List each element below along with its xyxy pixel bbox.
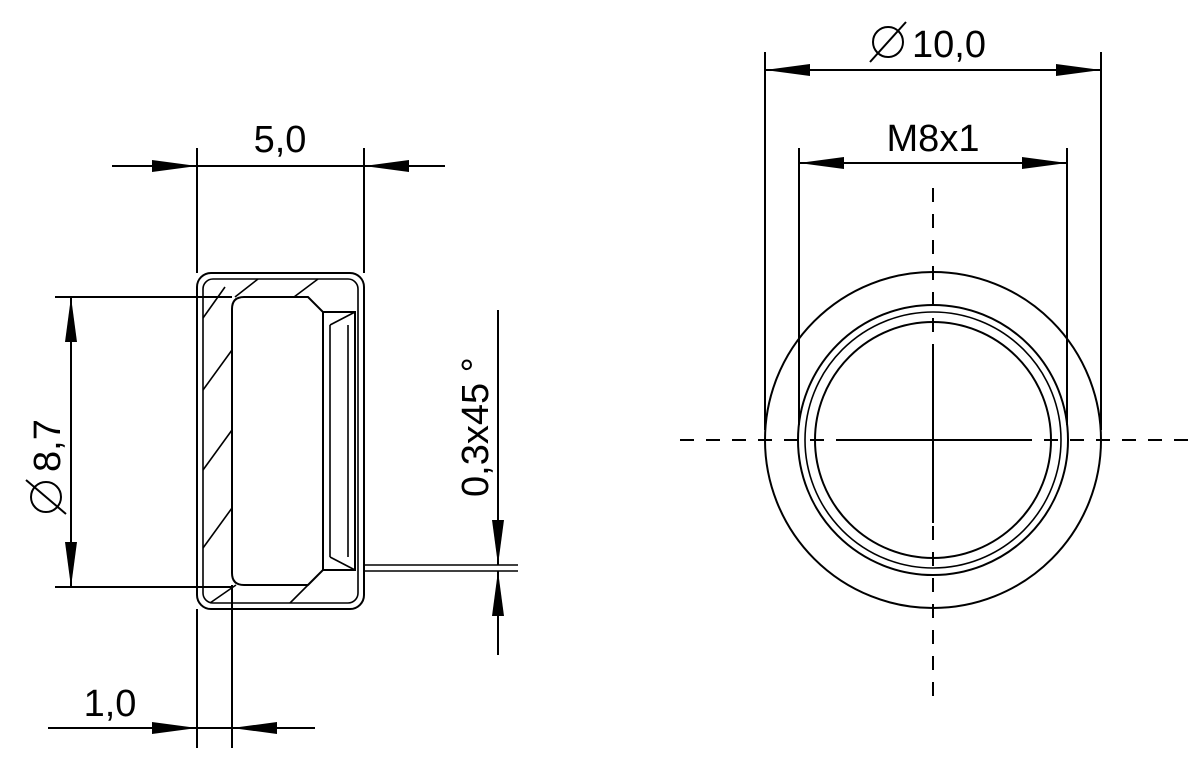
thread-section [323, 311, 356, 571]
wall-label: 1,0 [84, 683, 137, 725]
outer-diameter-label: 10,0 [912, 24, 986, 66]
body-inner-outline [202, 278, 359, 604]
diameter-icon [25, 479, 67, 515]
thread-circle-outer [797, 304, 1069, 576]
body-outline [196, 272, 365, 610]
thread-label: M8x1 [887, 118, 980, 160]
diameter-icon [869, 21, 907, 63]
dimension-thread: M8x1 [798, 118, 1068, 425]
dimension-wall: 1,0 [48, 585, 315, 748]
dimension-outer-diameter: 10,0 [764, 21, 1102, 430]
width-label: 5,0 [254, 119, 307, 161]
dimension-chamfer: 0,3x45 ° [364, 310, 518, 655]
diameter-label: 8,7 [27, 419, 69, 472]
side-view: 5,0 8,7 0,3x45 [25, 119, 518, 748]
dimension-width: 5,0 [112, 119, 445, 273]
bore-circle [814, 321, 1052, 559]
section-hatching [202, 278, 319, 604]
chamfer-label: 0,3x45 ° [455, 357, 497, 497]
inner-cavity [231, 296, 324, 586]
front-view: 10,0 M8x1 [680, 21, 1190, 700]
thread-circle-mid [804, 311, 1062, 569]
outer-circle [764, 271, 1102, 609]
chamfer-top [329, 311, 356, 326]
chamfer-bottom [329, 556, 356, 571]
dimension-diameter: 8,7 [25, 296, 232, 588]
